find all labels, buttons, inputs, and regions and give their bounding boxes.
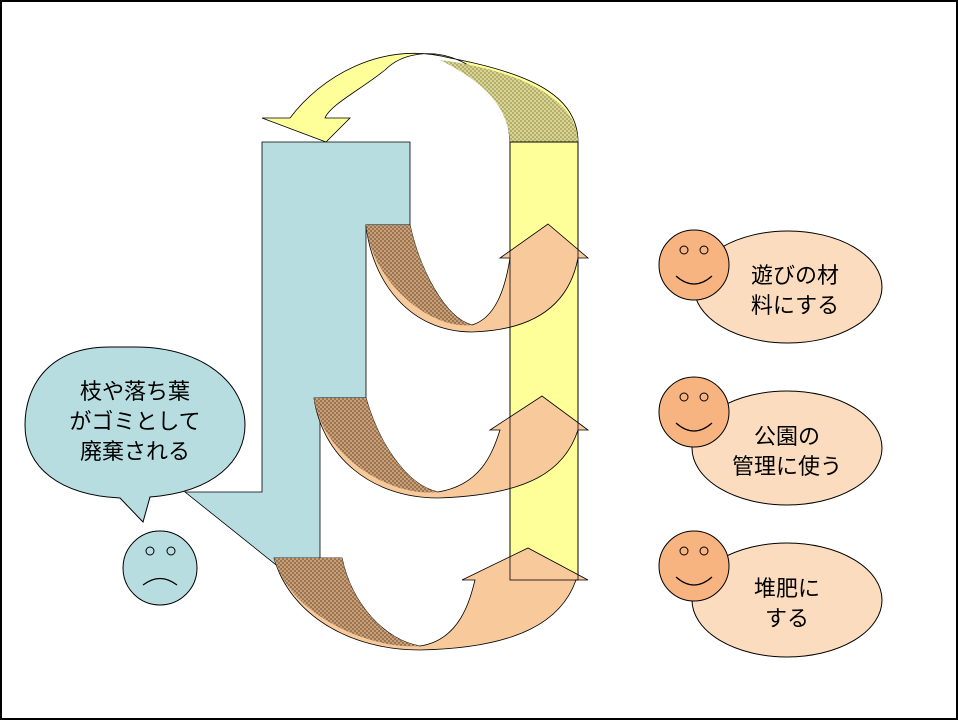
sad-callout-line-1: 枝や落ち葉 bbox=[79, 380, 190, 405]
sad-callout-line-2: がゴミとして bbox=[69, 410, 201, 435]
use-1-text: 遊びの材 料にする bbox=[730, 262, 860, 322]
use-2-group bbox=[658, 376, 883, 506]
use-3-line-1: 堆肥に bbox=[753, 577, 820, 602]
sad-callout-text: 枝や落ち葉 がゴミとして 廃棄される bbox=[30, 378, 240, 468]
smiley-face-icon-2 bbox=[658, 376, 730, 448]
sad-callout-line-3: 廃棄される bbox=[79, 440, 190, 465]
use-1-line-1: 遊びの材 bbox=[750, 264, 839, 289]
use-2-line-2: 管理に使う bbox=[731, 455, 842, 480]
reuse-arrow-1-texture bbox=[366, 225, 472, 326]
use-3-text: 堆肥に する bbox=[722, 575, 852, 635]
yellow-column bbox=[509, 141, 579, 581]
use-2-bubble bbox=[691, 390, 883, 506]
use-3-line-2: する bbox=[764, 607, 809, 632]
yellow-column-outline bbox=[509, 141, 579, 581]
sad-face-icon bbox=[122, 530, 198, 606]
smiley-face-icon-3 bbox=[658, 530, 730, 602]
reuse-arrow-2-texture bbox=[314, 398, 438, 493]
return-loop-texture bbox=[440, 60, 578, 142]
use-3-group bbox=[658, 530, 883, 658]
use-2-text: 公園の 管理に使う bbox=[722, 423, 852, 483]
reuse-arrow-3-texture bbox=[274, 558, 420, 647]
use-1-line-2: 料にする bbox=[750, 294, 840, 319]
sad-callout-bubble bbox=[24, 346, 246, 523]
smiley-face-icon-1 bbox=[658, 229, 730, 301]
use-1-group bbox=[658, 229, 883, 344]
use-2-line-1: 公園の bbox=[753, 425, 820, 450]
